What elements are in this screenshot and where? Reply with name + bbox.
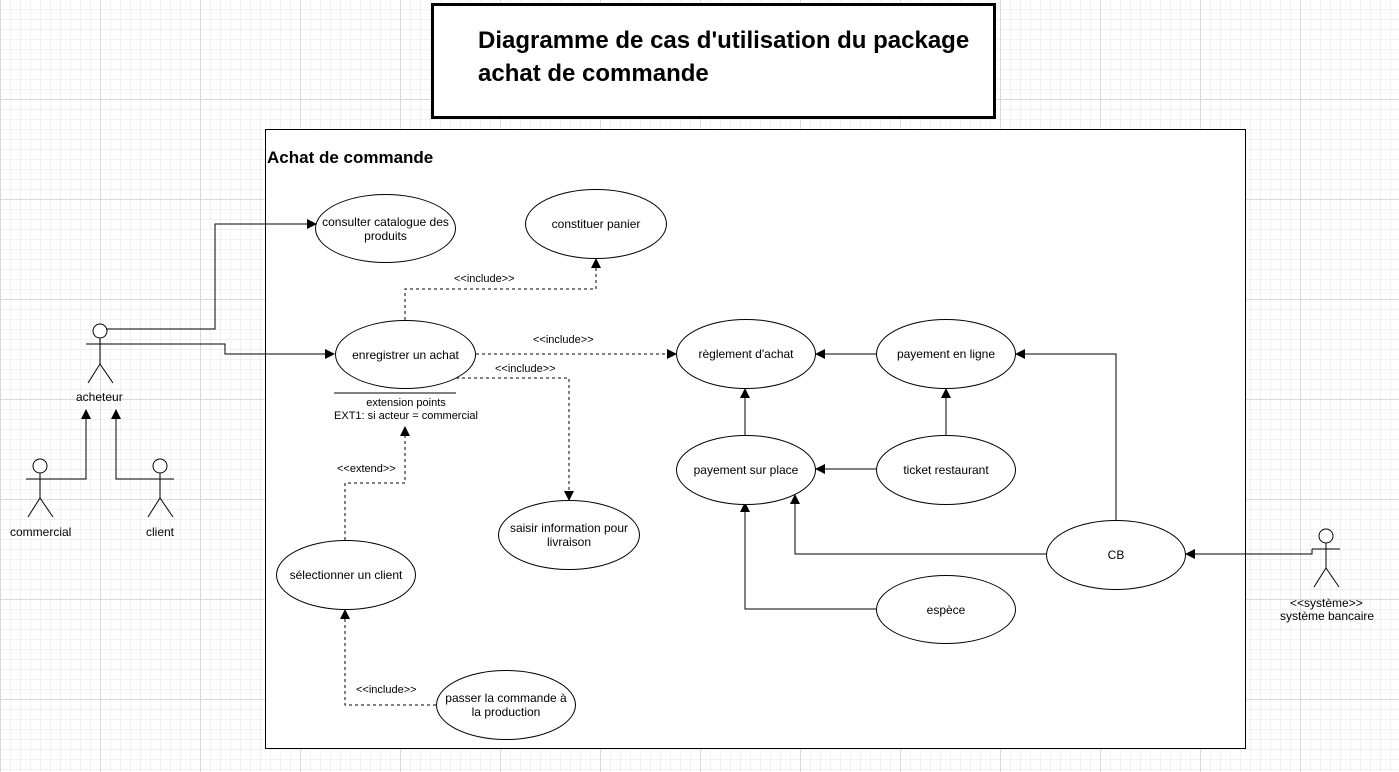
uc-payement-sur-place[interactable]: payement sur place <box>676 435 816 505</box>
actor-acheteur-label[interactable]: acheteur <box>76 390 123 404</box>
actor-commercial-figure <box>26 458 54 518</box>
actor-client-figure <box>146 458 174 518</box>
uc-saisir-information-livraison[interactable]: saisir information pour livraison <box>498 500 640 570</box>
uc-espece[interactable]: espèce <box>876 575 1016 644</box>
uc-consulter-catalogue[interactable]: consulter catalogue des produits <box>315 194 456 263</box>
uc-selectionner-client[interactable]: sélectionner un client <box>276 540 416 610</box>
uc-enregistrer-achat[interactable]: enregistrer un achat <box>335 320 476 389</box>
actor-commercial-label[interactable]: commercial <box>10 525 72 539</box>
actor-systeme-bancaire-label[interactable]: système bancaire <box>1280 609 1375 623</box>
include-label-panier: <<include>> <box>454 273 515 285</box>
uc-constituer-panier[interactable]: constituer panier <box>525 189 667 259</box>
actor-systeme-stereotype: <<système>> <box>1290 596 1363 610</box>
extension-points: extension points EXT1: si acteur = comme… <box>334 397 478 422</box>
extend-label-selectionner: <<extend>> <box>337 463 396 475</box>
include-label-passer: <<include>> <box>356 684 417 696</box>
uc-cb[interactable]: CB <box>1046 520 1186 590</box>
diagram-title: Diagramme de cas d'utilisation du packag… <box>478 27 970 87</box>
actor-acheteur-figure <box>86 323 114 384</box>
include-label-saisir: <<include>> <box>495 363 556 375</box>
include-label-reglement: <<include>> <box>533 334 594 346</box>
package-title: Achat de commande <box>267 148 434 167</box>
actor-systeme-bancaire-figure <box>1312 528 1340 588</box>
diagram-title-box: Diagramme de cas d'utilisation du packag… <box>431 3 996 119</box>
uc-reglement-achat[interactable]: règlement d'achat <box>676 319 816 389</box>
uc-passer-commande-production[interactable]: passer la commande à la production <box>436 670 576 740</box>
uc-payement-en-ligne[interactable]: payement en ligne <box>876 319 1016 389</box>
actor-client-label[interactable]: client <box>146 525 175 539</box>
uc-ticket-restaurant[interactable]: ticket restaurant <box>876 435 1016 505</box>
